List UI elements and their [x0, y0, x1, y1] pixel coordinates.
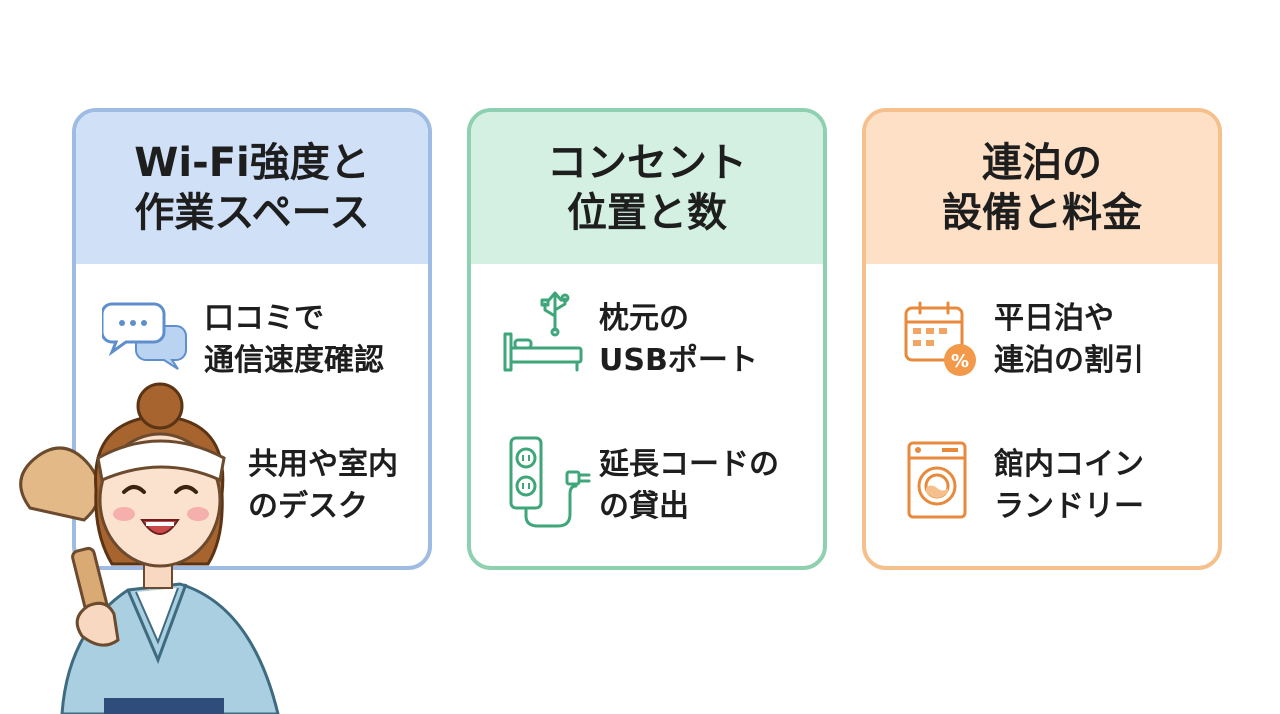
list-item: 口コミで 通信速度確認 — [76, 264, 428, 384]
item-line1: 共用や室内 — [248, 447, 398, 482]
washing-machine-icon — [907, 441, 967, 519]
item-line1: 口コミで — [204, 301, 324, 336]
list-item: 館内コイン ランドリー — [866, 422, 1218, 532]
power-strip-icon — [509, 436, 591, 528]
item-line2: の貸出 — [599, 489, 689, 524]
card-title-line1: Wi-Fi強度と — [134, 140, 370, 186]
item-line2: USBポート — [599, 343, 758, 378]
yukata-woman-with-paddle-icon — [19, 382, 280, 714]
item-line1: 枕元の — [599, 301, 689, 336]
svg-text:%: % — [951, 351, 969, 372]
item-line1: 平日泊や — [994, 301, 1114, 336]
item-line2: 通信速度確認 — [204, 343, 384, 378]
item-line1: 延長コードの — [599, 447, 779, 482]
list-item: 枕元の USBポート — [471, 264, 823, 384]
item-line2: のデスク — [248, 489, 368, 524]
calendar-discount-icon: % — [904, 301, 976, 376]
card-header: コンセント 位置と数 — [471, 112, 823, 264]
card-title-line2: 作業スペース — [134, 190, 370, 236]
card-title-line1: 連泊の — [982, 140, 1102, 186]
item-line1: 館内コイン — [994, 447, 1144, 482]
item-line2: 連泊の割引 — [994, 343, 1144, 378]
list-item: 共用や室内 のデスク — [76, 422, 428, 532]
card-outlet: コンセント 位置と数 枕元の USBポート — [467, 108, 827, 570]
card-header: Wi-Fi強度と 作業スペース — [76, 112, 428, 264]
chat-bubbles-icon — [102, 302, 187, 370]
list-item: 延長コードの の貸出 — [471, 422, 823, 532]
bed-usb-icon — [503, 291, 583, 372]
card-title-line1: コンセント — [547, 140, 747, 186]
list-item: % 平日泊や 連泊の割引 — [866, 264, 1218, 384]
card-long-stay: 連泊の 設備と料金 % 平日泊や 連泊の割引 — [862, 108, 1222, 570]
item-line2: ランドリー — [994, 489, 1144, 524]
card-title-line2: 設備と料金 — [942, 190, 1142, 236]
card-title-line2: 位置と数 — [567, 190, 727, 236]
card-header: 連泊の 設備と料金 — [866, 112, 1218, 264]
